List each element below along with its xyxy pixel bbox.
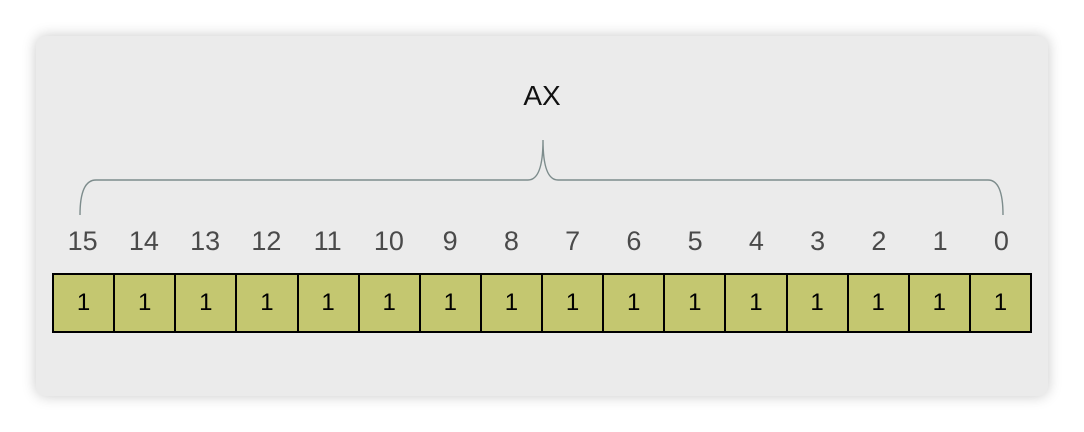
bit-index-label: 14 [128, 226, 159, 256]
bit-index-label: 2 [871, 226, 887, 256]
bit-cell: 1 [665, 275, 727, 331]
bit-cell: 1 [604, 275, 666, 331]
bit-cell: 1 [176, 275, 238, 331]
bit-index-label: 4 [748, 226, 764, 256]
bit-cell: 1 [481, 275, 543, 331]
bit-cell: 1 [726, 275, 788, 331]
bit-cell: 1 [237, 275, 299, 331]
bit-index-label: 1 [932, 226, 948, 256]
bit-index-label: 15 [67, 226, 98, 256]
bit-cell: 1 [787, 275, 849, 331]
bit-cell: 1 [909, 275, 971, 331]
bit-index-label: 11 [313, 226, 342, 256]
bit-index-label: 5 [687, 226, 703, 256]
register-name: AX [523, 80, 561, 111]
bit-index-label: 13 [190, 226, 221, 256]
bit-index-label: 0 [993, 226, 1009, 256]
bit-cell: 1 [298, 275, 360, 331]
bit-cell: 1 [420, 275, 482, 331]
bit-index-label: 7 [565, 226, 581, 256]
bit-index-label: 6 [626, 226, 642, 256]
bit-index-label: 3 [810, 226, 826, 256]
bit-index-label: 10 [373, 226, 404, 256]
bit-cell: 1 [848, 275, 910, 331]
bit-cell: 1 [115, 275, 177, 331]
bit-index-label: 12 [251, 226, 282, 256]
bit-cell: 1 [543, 275, 605, 331]
bit-cell: 1 [970, 275, 1030, 331]
bit-index-label: 8 [503, 226, 519, 256]
bit-cell: 1 [359, 275, 421, 331]
bit-cell: 1 [54, 275, 116, 331]
bit-index-label: 9 [442, 226, 458, 256]
diagram-card [36, 36, 1048, 396]
